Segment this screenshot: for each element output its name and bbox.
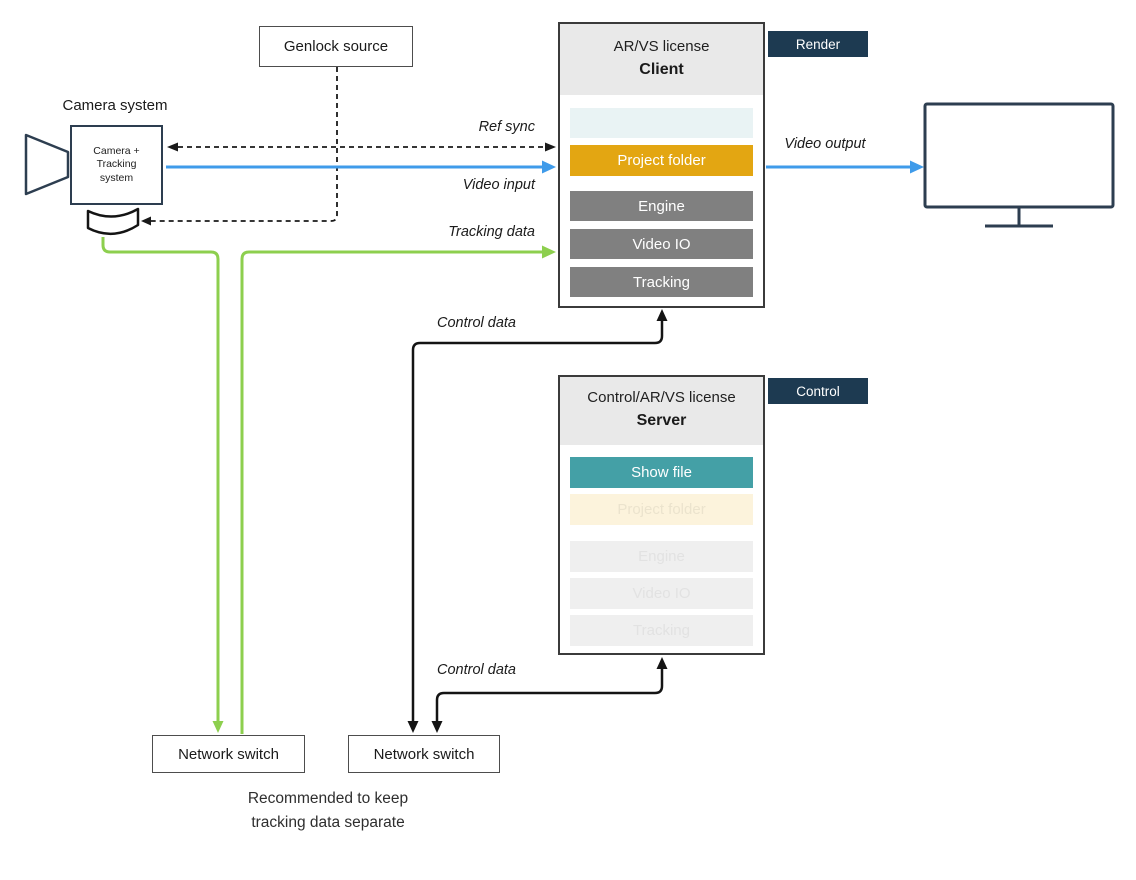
video-input-arrowhead bbox=[542, 160, 556, 174]
genlock-sync-arrowhead bbox=[141, 216, 151, 226]
client-row-tracking: Tracking bbox=[570, 267, 753, 297]
server-row-engine: Engine bbox=[570, 541, 753, 572]
client-row-label: Tracking bbox=[633, 273, 690, 291]
ref-sync-arrowhead-left bbox=[167, 142, 178, 152]
control-lower-arrowhead-switch bbox=[431, 721, 443, 733]
client-header: AR/VS license Client bbox=[560, 24, 763, 95]
network-switch-left-label: Network switch bbox=[178, 745, 279, 763]
client-name-label: Client bbox=[639, 61, 684, 78]
video-output-label: Video output bbox=[784, 136, 866, 152]
video-input-label: Video input bbox=[462, 177, 535, 193]
tracking-to-switch-line bbox=[101, 237, 220, 721]
server-row-project-folder: Project folder bbox=[570, 494, 753, 525]
ref-sync-label: Ref sync bbox=[478, 119, 535, 135]
video-output-arrowhead bbox=[910, 160, 924, 174]
camera-lens-icon bbox=[24, 133, 70, 196]
monitor-icon bbox=[923, 102, 1115, 209]
tracking-to-client-arrowhead bbox=[542, 245, 556, 259]
render-tag: Render bbox=[768, 31, 868, 57]
genlock-source-label: Genlock source bbox=[283, 38, 389, 55]
camera-tracking-hood-icon bbox=[86, 207, 140, 235]
server-row-show-file: Show file bbox=[570, 457, 753, 488]
client-box: AR/VS license Client Project folder Engi… bbox=[558, 22, 765, 308]
client-row-label: Project folder bbox=[617, 152, 706, 169]
tracking-data-label: Tracking data bbox=[448, 224, 535, 240]
server-license-label: Control/AR/VS license bbox=[587, 389, 736, 406]
server-row-video-io: Video IO bbox=[570, 578, 753, 609]
render-tag-label: Render bbox=[795, 36, 841, 52]
network-switch-right-box: Network switch bbox=[348, 735, 500, 773]
server-name-label: Server bbox=[636, 412, 687, 429]
control-lower-arrowhead-server bbox=[656, 657, 668, 669]
tracking-note-line: tracking data separate bbox=[251, 814, 405, 831]
server-row-label: Show file bbox=[631, 464, 692, 481]
server-row-label: Project folder bbox=[617, 501, 706, 518]
client-license-label: AR/VS license bbox=[613, 38, 710, 55]
tracking-note-line: Recommended to keep bbox=[247, 790, 409, 807]
genlock-sync-line bbox=[151, 67, 338, 222]
tracking-to-switch-arrowhead bbox=[212, 721, 224, 733]
camera-body-line: system bbox=[99, 171, 134, 184]
client-row-project-folder: Project folder bbox=[570, 145, 753, 176]
control-tag-label: Control bbox=[796, 383, 840, 399]
genlock-source-box: Genlock source bbox=[259, 26, 413, 67]
control-upper-arrowhead-client bbox=[656, 309, 668, 321]
server-row-label: Video IO bbox=[632, 585, 691, 602]
control-upper-arrowhead-switch bbox=[407, 721, 419, 733]
camera-system-title: Camera system bbox=[62, 97, 168, 114]
camera-body: Camera + Tracking system bbox=[70, 125, 163, 205]
ref-sync-arrowhead-right bbox=[545, 142, 556, 152]
tracking-note: Recommended to keep tracking data separa… bbox=[218, 787, 438, 835]
client-row-show-file-slot bbox=[570, 108, 753, 138]
server-row-label: Tracking bbox=[633, 622, 690, 639]
client-row-label: Engine bbox=[638, 197, 685, 215]
server-row-label: Engine bbox=[638, 548, 685, 565]
server-header: Control/AR/VS license Server bbox=[560, 377, 763, 445]
client-row-label: Video IO bbox=[632, 235, 691, 253]
client-row-video-io: Video IO bbox=[570, 229, 753, 259]
control-data-upper-label: Control data bbox=[437, 315, 516, 331]
client-row-engine: Engine bbox=[570, 191, 753, 221]
server-row-tracking: Tracking bbox=[570, 615, 753, 646]
control-data-lower-label: Control data bbox=[437, 662, 516, 678]
server-box: Control/AR/VS license Server Show file P… bbox=[558, 375, 765, 655]
control-tag: Control bbox=[768, 378, 868, 404]
camera-body-line: Camera + bbox=[93, 144, 140, 157]
network-switch-right-label: Network switch bbox=[373, 745, 475, 763]
camera-body-line: Tracking bbox=[96, 158, 137, 171]
network-switch-left-box: Network switch bbox=[152, 735, 305, 773]
